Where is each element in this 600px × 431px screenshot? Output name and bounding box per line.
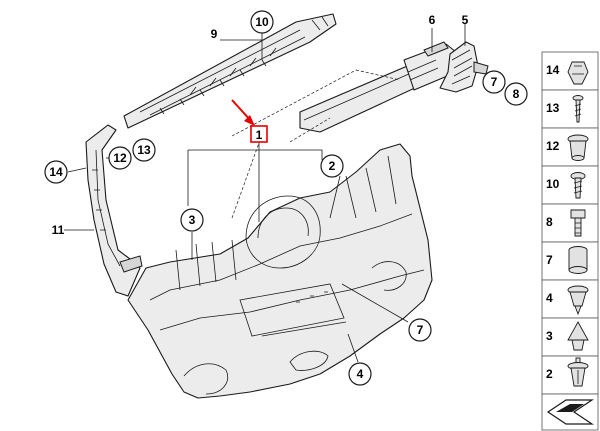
expanding-rivet-icon [567,285,589,316]
callout-2: 2 [320,154,344,178]
callout-10: 10 [250,10,274,34]
callout-1-label: 1 [256,128,263,142]
callout-11-label: 11 [52,223,65,237]
callout-7a-label: 7 [417,323,424,337]
legend-row-8: 8 [541,203,599,243]
legend-label-7: 7 [546,253,553,267]
callout-3: 3 [180,208,204,232]
screw-icon [570,172,586,199]
callout-10-label: 10 [255,15,269,29]
legend-row-14: 14 [541,51,599,91]
legend-label-13: 13 [546,101,560,115]
legend-row-7: 7 [541,241,599,281]
pointer-arrow [231,99,255,126]
callout-4-label: 4 [357,367,364,381]
grommet-icon [567,134,589,161]
callout-13: 13 [132,138,156,162]
callout-5-label: 5 [462,13,469,27]
callout-8-label: 8 [513,87,520,101]
legend-label-8: 8 [546,215,553,229]
callout-1: 1 [250,125,268,143]
callout-6-label: 6 [429,13,436,27]
legend-row-3: 3 [541,317,599,357]
handle-module [299,41,457,133]
callout-2-label: 2 [329,159,336,173]
legend-row-4: 4 [541,279,599,319]
upper-trim-strip [123,13,337,129]
legend-row-13: 13 [541,89,599,129]
legend-row-symbol [541,393,599,431]
legend-label-3: 3 [546,329,553,343]
legend-row-2: 2 [541,355,599,395]
legend-label-14: 14 [546,63,560,77]
side-trim-panel [85,124,143,297]
callout-12: 12 [108,146,132,170]
callout-7-panel: 7 [408,318,432,342]
callout-4: 4 [348,362,372,386]
hardware-legend: 14 13 12 [541,51,599,431]
catalog-symbol-icon [546,399,594,425]
tailgate-trim-panel [127,143,433,399]
callout-12-label: 12 [113,151,127,165]
legend-row-10: 10 [541,165,599,205]
legend-label-4: 4 [546,291,553,305]
callout-13-label: 13 [137,143,151,157]
clip-icon [567,61,589,85]
legend-label-12: 12 [546,139,560,153]
callout-14: 14 [44,160,68,184]
legend-row-12: 12 [541,127,599,167]
callout-9-label: 9 [211,27,218,41]
callout-7-bracket: 7 [482,70,506,94]
screw-small-icon [572,95,584,123]
mounting-bracket [439,41,489,93]
callout-7b-label: 7 [491,75,498,89]
cone-clip-icon [567,321,589,351]
legend-label-10: 10 [546,177,560,191]
callout-3-label: 3 [189,213,196,227]
legend-label-2: 2 [546,367,553,381]
leader-lines [64,24,466,363]
spacer-icon [568,246,588,274]
callout-8: 8 [504,82,528,106]
bolt-icon [570,209,586,237]
callout-14-label: 14 [49,165,63,179]
push-rivet-icon [567,357,589,387]
